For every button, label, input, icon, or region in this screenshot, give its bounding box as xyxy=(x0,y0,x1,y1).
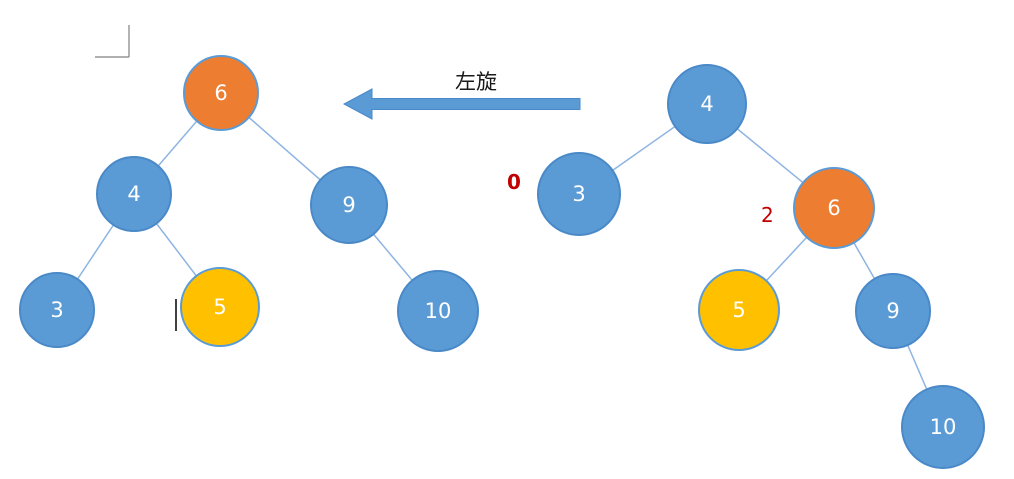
left-rotation-arrow xyxy=(342,88,581,120)
page-corner-mark xyxy=(95,25,130,58)
node-left-4: 4 xyxy=(96,156,172,232)
arrow-label: 左旋 xyxy=(455,70,497,94)
annotation-zero: 0 xyxy=(507,170,521,194)
node-right-10: 10 xyxy=(901,385,985,469)
node-right-3: 3 xyxy=(537,152,621,236)
node-right-4: 4 xyxy=(667,64,747,144)
node-left-3: 3 xyxy=(19,272,95,348)
node-left-10: 10 xyxy=(397,270,479,352)
node-right-5: 5 xyxy=(698,269,780,351)
annotation-two: 2 xyxy=(761,203,774,227)
node-left-6: 6 xyxy=(183,55,259,131)
node-left-9: 9 xyxy=(310,166,388,244)
right-tree-edges xyxy=(578,103,944,428)
node-right-6: 6 xyxy=(793,167,875,249)
node-left-5: 5 xyxy=(180,267,260,347)
node-right-9: 9 xyxy=(855,273,931,349)
